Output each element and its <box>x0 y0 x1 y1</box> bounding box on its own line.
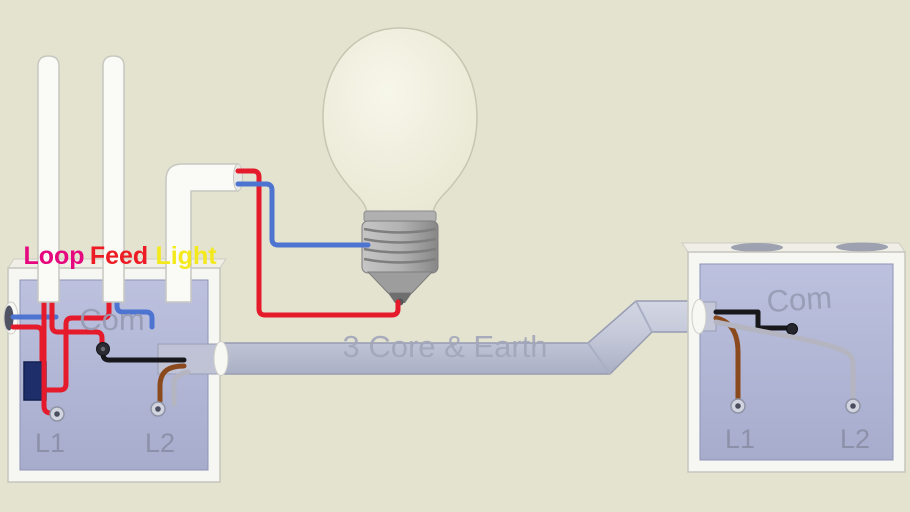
bulb-tip <box>388 293 412 303</box>
terminal-com-right <box>786 323 798 335</box>
wire-black-right <box>713 309 789 331</box>
right-box-l2-label: L2 <box>840 424 870 454</box>
wire-gray-right <box>713 319 856 402</box>
bulb-screw-base <box>361 220 439 274</box>
conduit-collar-right <box>691 299 707 334</box>
right-box-l1-label: L1 <box>725 424 755 454</box>
bulb-wiring <box>235 168 401 318</box>
wire-gray-left <box>171 369 191 407</box>
light-conduit-elbow <box>165 163 239 303</box>
wire-red-feed <box>44 297 112 393</box>
left-box-wiring: Com L1 L2 <box>10 297 191 458</box>
wire-blue-feed <box>114 297 155 330</box>
light-bulb <box>322 27 478 306</box>
scene-labels: Loop Feed Light 3 Core & Earth <box>23 242 547 364</box>
right-switch-box: Com L1 L2 <box>681 242 906 473</box>
terminal-l1-right-screw <box>735 403 741 409</box>
right-box-com-label: Com <box>765 280 833 319</box>
conduit-seam-1 <box>587 342 611 375</box>
left-box-side-hole <box>4 305 14 331</box>
loop-label: Loop <box>23 242 84 270</box>
conduit-seam-2 <box>635 300 653 333</box>
vertical-conduits <box>37 55 243 303</box>
feed-label: Feed <box>90 242 148 270</box>
wire-red-loop-2 <box>49 297 105 347</box>
cable-type-label: 3 Core & Earth <box>342 329 547 364</box>
screw-ridge-2 <box>363 237 437 244</box>
elbow-end-cap <box>233 163 243 192</box>
terminal-l1-left-screw <box>54 411 60 417</box>
terminal-l2-left-screw <box>155 406 161 412</box>
right-box-knockout-1 <box>731 243 783 252</box>
loop-conduit <box>37 55 60 303</box>
wire-brown-left <box>157 363 187 404</box>
left-box-com-label: Com <box>79 302 144 337</box>
terminal-com-left-screw <box>100 346 106 352</box>
left-box-l2-label: L2 <box>145 428 175 458</box>
bulb-collar <box>363 210 437 223</box>
screw-ridge-4 <box>363 257 437 264</box>
left-box-l1-label: L1 <box>35 428 65 458</box>
wire-brown-right <box>713 315 741 402</box>
feed-conduit <box>102 55 125 303</box>
light-label: Light <box>155 242 217 270</box>
terminal-l2-right-screw <box>850 403 856 409</box>
screw-ridge-1 <box>363 227 437 234</box>
right-box-knockout-2 <box>836 242 888 252</box>
wire-red-to-bulb <box>235 168 401 318</box>
right-box-interior <box>699 263 894 461</box>
wire-blue-to-bulb <box>235 181 371 248</box>
conduit-collar-left <box>213 341 229 376</box>
screw-ridge-3 <box>363 247 437 254</box>
